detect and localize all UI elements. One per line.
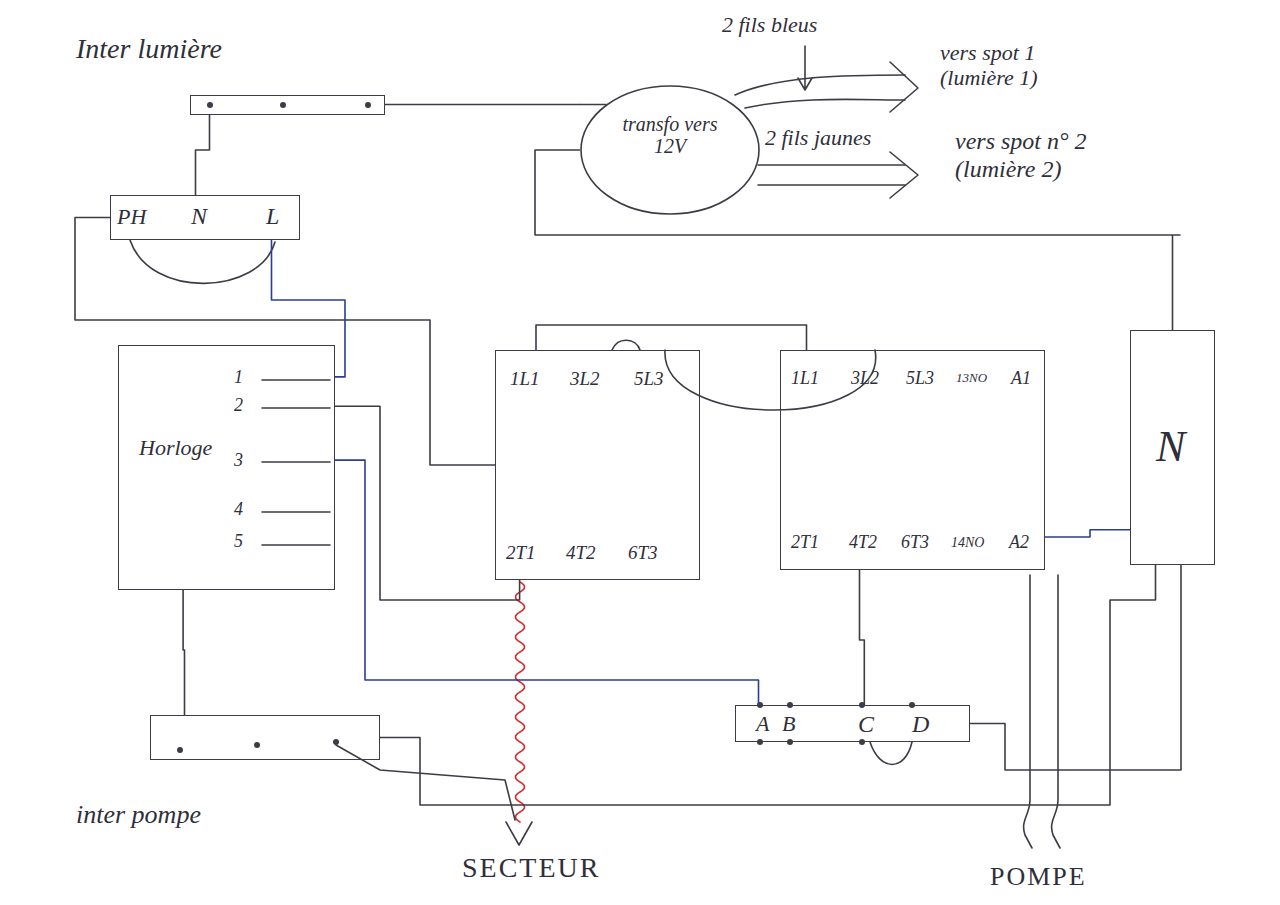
terminal-label: D xyxy=(912,711,929,737)
wire-connector xyxy=(335,460,759,705)
wire-arrow xyxy=(890,152,918,198)
wire-connector xyxy=(860,570,865,705)
wire-connector xyxy=(970,565,1181,770)
wire-connector xyxy=(536,325,807,350)
terminal-label: transfo vers 12V xyxy=(620,113,720,157)
wire-connector xyxy=(385,104,580,106)
terminal-label: L xyxy=(266,203,279,229)
terminal-label: 3L2 xyxy=(570,369,600,390)
terminal-label: 5L3 xyxy=(906,369,934,389)
wire-connector xyxy=(1045,530,1130,537)
pump-switch: inter pompe xyxy=(150,715,380,760)
wire-connector xyxy=(335,460,759,705)
wire-connector xyxy=(970,565,1181,770)
terminal-label: 2T1 xyxy=(506,543,536,564)
wire-connector xyxy=(535,150,1180,330)
wire-connector xyxy=(75,218,495,466)
switch-heading: Inter lumière xyxy=(76,34,222,65)
switch-heading: inter pompe xyxy=(76,801,201,830)
terminal-label: N xyxy=(1156,423,1185,471)
terminal-label: 3 xyxy=(234,451,243,471)
pump-wire xyxy=(1052,575,1060,848)
terminal-label: 13NO xyxy=(956,371,987,385)
mains-wire xyxy=(516,582,525,822)
destination-note: vers spot 1 (lumière 1) xyxy=(940,40,1090,91)
wire-stub xyxy=(580,104,606,106)
terminal-label: 2 xyxy=(234,396,243,416)
destination-note: vers spot n° 2 (lumière 2) xyxy=(955,128,1155,183)
contactor: 1L1 3L2 5L3 2T1 4T2 6T3 xyxy=(495,350,700,580)
timer-clock: Horloge 1 2 3 4 5 xyxy=(118,345,335,590)
terminal-label: 3L2 xyxy=(851,369,879,389)
terminal-label: PH xyxy=(117,205,146,229)
leader-arrow xyxy=(798,46,812,90)
wire-connector xyxy=(860,570,865,705)
terminal-label: 4T2 xyxy=(849,533,877,553)
terminal-label: 4 xyxy=(234,500,243,520)
wire-connector xyxy=(1045,530,1130,537)
terminal-label: C xyxy=(858,711,874,737)
wire-connector xyxy=(183,590,184,715)
wire-connector xyxy=(183,590,184,715)
pump-wire xyxy=(1024,575,1032,848)
wire-note: 2 fils bleus xyxy=(722,12,817,37)
mains-wire xyxy=(336,745,515,820)
yellow-wire xyxy=(758,164,905,166)
wire-connector xyxy=(535,150,1180,330)
wire-connector xyxy=(196,115,210,195)
terminal-label: 5L3 xyxy=(634,369,664,390)
terminal-label: B xyxy=(782,712,795,736)
terminal-label: 1L1 xyxy=(510,369,540,390)
jumper-wire xyxy=(665,350,876,410)
transformer-outline xyxy=(581,86,759,214)
wire-connector xyxy=(385,104,580,106)
contactor: 1L1 3L2 5L3 13NO A1 2T1 4T2 6T3 14NO A2 xyxy=(780,350,1045,570)
blue-wire xyxy=(735,75,905,95)
terminal-block: PH N L xyxy=(110,195,300,240)
blue-wire xyxy=(745,99,905,108)
wire-connector xyxy=(75,218,495,466)
wire-connector xyxy=(380,565,1156,805)
wire-connector xyxy=(272,240,346,377)
terminal-label: N xyxy=(191,203,207,229)
light-switch: Inter lumière xyxy=(190,95,385,115)
wire-connector xyxy=(536,325,807,350)
terminal-label: 1L1 xyxy=(791,369,819,389)
terminal-label: 6T3 xyxy=(628,543,658,564)
clock-terminal xyxy=(262,380,330,545)
terminal-label: 5 xyxy=(234,532,243,552)
neutral-bar: N xyxy=(1130,330,1215,565)
wire-arrow xyxy=(506,822,532,845)
wire-connector xyxy=(335,406,520,600)
wire-connector xyxy=(335,406,520,600)
terminal-label: 2T1 xyxy=(791,533,819,553)
yellow-wire xyxy=(758,184,905,186)
wire-connector xyxy=(272,240,346,377)
wire-connector xyxy=(380,565,1156,805)
terminal-label: 1 xyxy=(234,368,243,388)
bridge-wire xyxy=(130,240,275,283)
terminal-label: A xyxy=(756,712,769,736)
bridge-wire xyxy=(870,742,912,765)
terminal-dots xyxy=(177,102,915,753)
terminal-label: 4T2 xyxy=(566,543,596,564)
terminal-label: A1 xyxy=(1011,369,1031,389)
terminal-label: 14NO xyxy=(951,535,984,550)
terminal-block: AB C D xyxy=(735,705,970,742)
supply-label: SECTEUR xyxy=(462,852,600,884)
pump-label: POMPE xyxy=(990,862,1087,892)
jumper-wire xyxy=(612,340,640,350)
terminal-label: 6T3 xyxy=(901,533,929,553)
wire-note: 2 fils jaunes xyxy=(765,125,871,150)
wire-connector xyxy=(196,115,210,195)
transformer: transfo vers 12V xyxy=(580,85,760,215)
terminal-label: A2 xyxy=(1009,533,1029,553)
wire-arrow xyxy=(890,62,918,112)
terminal-label: Horloge xyxy=(139,436,212,460)
